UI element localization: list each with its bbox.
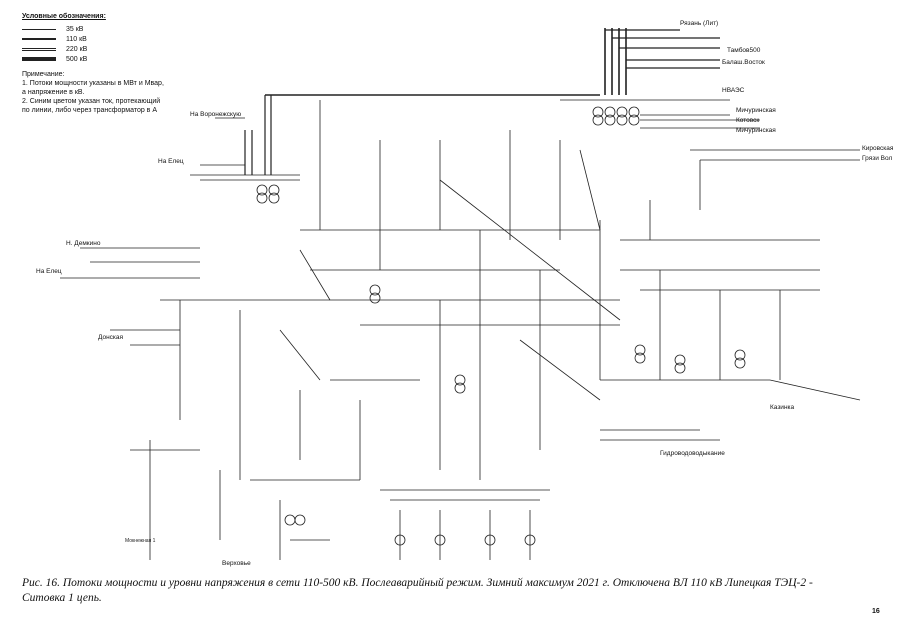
figure-caption: Рис. 16. Потоки мощности и уровни напряж… <box>22 577 813 604</box>
label-demkino: Н. Демкино <box>66 240 101 247</box>
legend-row-500: 500 кВ <box>22 54 187 64</box>
label-kotovsk: Котовск <box>736 117 759 124</box>
legend-line-icon <box>22 47 56 51</box>
legend-row-110: 110 кВ <box>22 34 187 44</box>
label-michurinskaya-2: Мичуринская <box>736 127 776 134</box>
label-nvaes: НВАЭС <box>722 87 745 94</box>
note-line: а напряжение в кВ. <box>22 89 85 96</box>
label-elets-top: На Елец <box>158 158 184 165</box>
label-kirovskaya: Кировская <box>862 145 894 152</box>
legend-row-35: 35 кВ <box>22 24 187 34</box>
legend-row-220: 220 кВ <box>22 44 187 54</box>
label-gryazi: Грязи Вол <box>862 155 892 162</box>
legend-label: 110 кВ <box>66 35 87 43</box>
legend-label: 220 кВ <box>66 45 88 53</box>
note-line: 1. Потоки мощности указаны в МВт и Мвар, <box>22 80 164 87</box>
label-michurinskaya: Мичуринская <box>736 107 776 114</box>
label-mokhnezhnaya: Мокнежная 1 <box>125 538 156 544</box>
legend-label: 35 кВ <box>66 25 84 33</box>
label-kazinka: Казинка <box>770 404 795 411</box>
label-donskaya: Донская <box>98 334 124 341</box>
legend-label: 500 кВ <box>66 55 88 63</box>
label-gidrovodo: Гидроводоводыкание <box>660 450 725 457</box>
label-ryazan: Рязань (Лит) <box>680 20 718 27</box>
note-title: Примечание: <box>22 71 65 78</box>
legend-line-icon <box>22 28 56 30</box>
legend-note: Примечание: 1. Потоки мощности указаны в… <box>22 70 187 115</box>
label-elets-left: На Елец <box>36 268 62 275</box>
note-line: 2. Синим цветом указан ток, протекающий <box>22 98 161 105</box>
note-line: по линии, либо через трансформатор в А <box>22 107 158 114</box>
label-balash: Балаш.Восток <box>722 59 765 66</box>
legend-line-icon <box>22 57 56 61</box>
label-voronezhskaya: На Воронежскую <box>190 111 241 118</box>
label-verhovye: Верховье <box>222 560 251 567</box>
legend: Условные обозначения: 35 кВ 110 кВ 220 к… <box>22 12 187 115</box>
page-number: 16 <box>872 608 880 615</box>
legend-title: Условные обозначения: <box>22 13 106 20</box>
legend-line-icon <box>22 38 56 40</box>
power-network-schematic: Рязань (Лит) Тамбов500 Балаш.Восток НВАЭ… <box>36 20 894 567</box>
label-tambov: Тамбов500 <box>727 46 761 54</box>
